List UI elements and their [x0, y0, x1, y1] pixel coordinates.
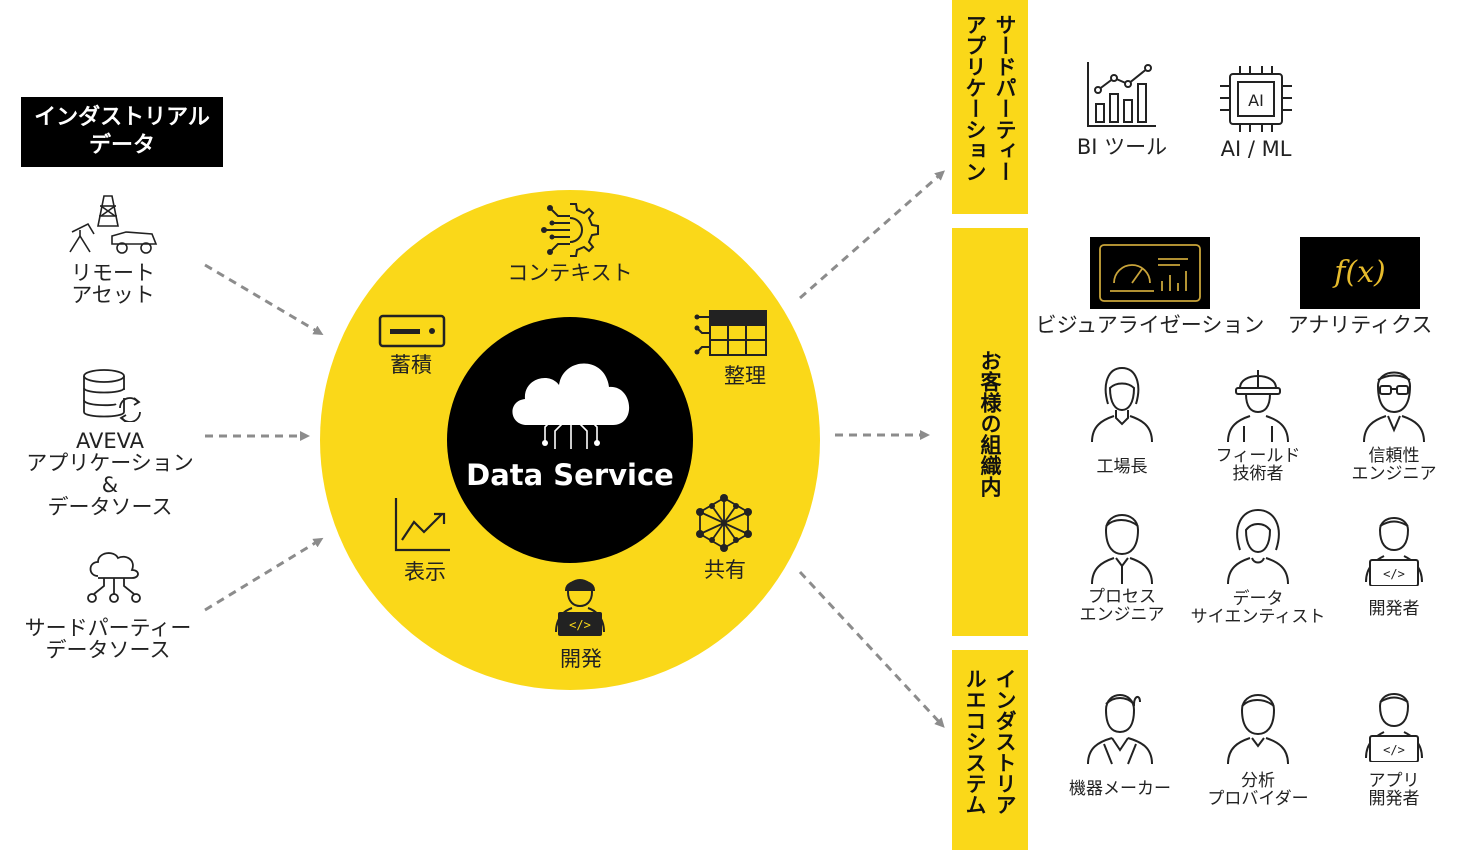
- developer-laptop-icon: </>: [555, 579, 605, 636]
- svg-text:</>: </>: [1383, 743, 1405, 757]
- database-sync-icon: [83, 369, 141, 422]
- share-network-icon: [696, 494, 752, 552]
- bi-tool-label: BI ツール: [1076, 135, 1168, 159]
- third-party-data-label: サードパーティーデータソース: [24, 616, 192, 662]
- ecosystem-bar: インダストリアルエコシステム: [952, 650, 1028, 850]
- persona-developer: 開発者: [1368, 599, 1420, 619]
- cloud-network-icon: [87, 552, 141, 603]
- persona-reliability-engineer: 信頼性エンジニア: [1351, 446, 1437, 484]
- persona-process-engineer: プロセスエンジニア: [1079, 587, 1165, 625]
- developer-laptop-icon: </>: [1365, 517, 1423, 586]
- ai-ml-label: AI / ML: [1220, 137, 1292, 161]
- persona-app-developer: アプリ開発者: [1368, 771, 1420, 809]
- industrial-data-title: インダストリアル データ: [21, 97, 223, 167]
- arrow-thirdparty-to-center: [204, 537, 324, 612]
- persona-equipment-maker: 機器メーカー: [1069, 779, 1171, 799]
- hardhat-worker-icon: [1227, 370, 1289, 443]
- man-avatar-icon: [1227, 694, 1289, 765]
- in-org-heading: お客様の組織内: [978, 350, 1002, 497]
- persona-analytics-provider: 分析プロバイダー: [1207, 771, 1309, 809]
- arrow-center-to-apps: [799, 170, 946, 300]
- visualization-label: ビジュアライゼーション: [1035, 313, 1265, 337]
- function-icon: f(x): [1300, 237, 1420, 309]
- arrow-remote-to-center: [204, 263, 324, 336]
- svg-text:</>: </>: [569, 618, 591, 632]
- third-party-apps-bar: サードパーティーアプリケーション: [952, 0, 1028, 214]
- ai-chip-icon: AI: [1220, 66, 1292, 132]
- third-party-apps-heading: サードパーティーアプリケーション: [963, 14, 1017, 182]
- data-service-core: [447, 317, 693, 563]
- storage-server-icon: [378, 314, 446, 348]
- ecosystem-heading: インダストリアルエコシステム: [963, 668, 1017, 815]
- remote-asset-icon: [69, 195, 158, 254]
- line-chart-icon: [394, 498, 450, 552]
- woman-avatar-icon: [1227, 508, 1289, 585]
- capability-store: 蓄積: [390, 353, 432, 377]
- man-avatar-icon: [1091, 514, 1153, 585]
- analytics-label: アナリティクス: [1287, 313, 1433, 337]
- svg-text:</>: </>: [1383, 567, 1405, 581]
- context-gear-icon: [541, 203, 599, 257]
- capability-organize: 整理: [724, 364, 766, 388]
- persona-plant-manager: 工場長: [1096, 457, 1148, 477]
- glasses-man-icon: [1363, 371, 1425, 443]
- remote-asset-label: リモートアセット: [71, 261, 155, 307]
- capability-share: 共有: [704, 558, 746, 582]
- persona-field-engineer: フィールド技術者: [1215, 446, 1301, 484]
- capability-context: コンテキスト: [507, 261, 633, 285]
- arrow-center-to-ecosystem: [798, 570, 945, 728]
- ai-chip-text: AI: [1248, 91, 1264, 110]
- capability-develop: 開発: [560, 647, 602, 671]
- capability-display: 表示: [404, 560, 446, 584]
- persona-data-scientist: データサイエンティスト: [1190, 589, 1326, 627]
- data-service-title: Data Service: [466, 458, 674, 492]
- woman-avatar-icon: [1091, 366, 1153, 443]
- developer-laptop-icon: </>: [1365, 693, 1423, 762]
- in-org-bar: お客様の組織内: [952, 228, 1028, 636]
- businesswoman-avatar-icon: [1087, 694, 1153, 765]
- cloud-circuit-icon: [512, 363, 630, 449]
- organize-table-icon: [694, 310, 767, 356]
- bar-chart-icon: [1087, 62, 1156, 127]
- dashboard-gauge-icon: [1090, 237, 1210, 309]
